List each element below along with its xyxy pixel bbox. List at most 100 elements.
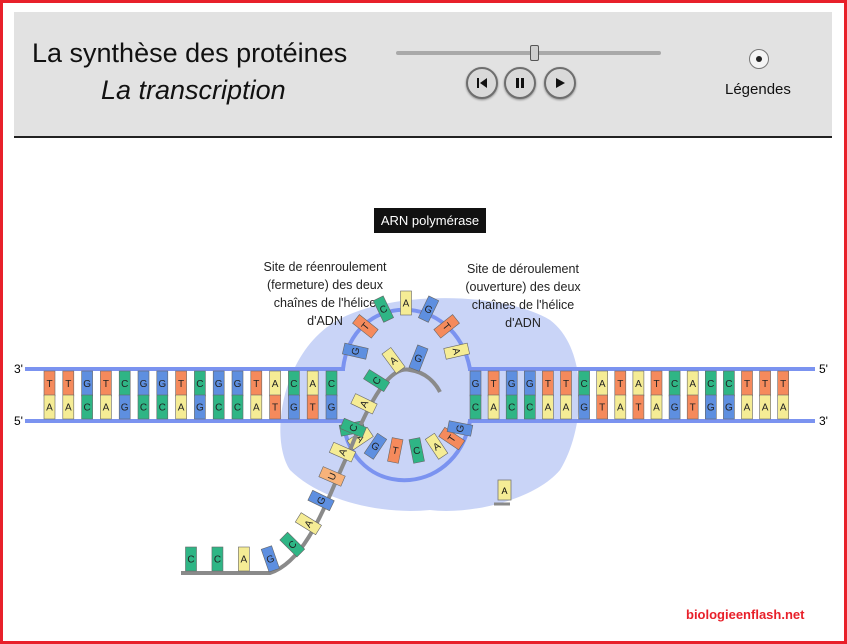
enzyme-label-box — [374, 208, 486, 233]
svg-text:A: A — [431, 441, 443, 454]
rewind-site-note: Site de réenroulement (fermeture) des de… — [264, 260, 388, 328]
svg-text:G: G — [83, 379, 91, 390]
rna-base: A — [350, 393, 378, 415]
dna-base-bottom: A — [741, 394, 753, 420]
dna-base-top: T — [175, 370, 187, 397]
dna-base-top: G — [137, 370, 150, 397]
dna-base-top: C — [704, 370, 717, 397]
dna-base-top: T — [542, 370, 554, 397]
dna-base-bottom: A — [614, 394, 627, 420]
svg-text:T: T — [65, 379, 71, 390]
svg-text:T: T — [762, 379, 768, 390]
rna-backbone — [181, 367, 442, 575]
svg-text:T: T — [446, 434, 459, 445]
svg-text:A: A — [353, 433, 366, 445]
svg-text:C: C — [187, 555, 194, 566]
dna-base-top: G — [523, 370, 536, 397]
bubble-base-bottom: T — [387, 437, 404, 464]
legend-radio-button[interactable] — [749, 49, 769, 69]
dna-base-bottom: C — [231, 394, 244, 420]
dna-base-top: T — [560, 370, 572, 397]
dna-base-top: C — [723, 370, 735, 397]
rna-base: A — [381, 347, 406, 374]
dna-base-top: C — [118, 370, 131, 397]
progress-slider-track[interactable] — [396, 51, 661, 55]
svg-text:A: A — [65, 403, 72, 414]
svg-text:C: C — [671, 379, 678, 390]
dna-base-top: T — [100, 370, 112, 397]
dna-base-top: T — [741, 370, 753, 397]
svg-text:T: T — [653, 379, 659, 390]
pause-button[interactable] — [504, 67, 536, 99]
svg-text:A: A — [272, 379, 279, 390]
svg-text:G: G — [215, 379, 223, 390]
dna-base-bottom: T — [686, 394, 699, 420]
dna-base-bottom: A — [650, 394, 663, 420]
svg-text:T: T — [545, 379, 551, 390]
svg-text:T: T — [635, 403, 641, 414]
svg-text:A: A — [178, 403, 185, 414]
svg-text:T: T — [310, 403, 316, 414]
svg-text:C: C — [290, 379, 297, 390]
pause-icon — [516, 78, 524, 88]
dna-base-top: C — [325, 370, 338, 397]
page-subtitle: La transcription — [101, 75, 286, 105]
dna-base-bottom: A — [560, 394, 572, 420]
dna-base-bottom: G — [668, 394, 681, 420]
rewind-icon — [477, 78, 487, 88]
dna-base-bottom: G — [723, 394, 735, 420]
dna-base-bottom: C — [505, 394, 518, 420]
svg-text:A: A — [241, 555, 248, 566]
svg-text:A: A — [46, 403, 53, 414]
free-nucleotide: A — [494, 479, 512, 506]
svg-text:C: C — [472, 403, 479, 414]
strand-end-bottom-right: 3' — [819, 414, 828, 428]
dna-base-bottom: A — [100, 394, 112, 420]
svg-text:C: C — [215, 403, 222, 414]
dna-base-top: T — [759, 370, 771, 397]
svg-text:A: A — [490, 403, 497, 414]
rna-base: G — [408, 344, 429, 372]
svg-text:T: T — [599, 403, 605, 414]
dna-base-bottom: T — [632, 394, 645, 420]
bubble-base-bottom: G — [363, 432, 388, 460]
dna-base-bottom: C — [137, 394, 150, 420]
svg-text:A: A — [501, 486, 507, 496]
dna-base-bottom: A — [542, 394, 554, 420]
svg-text:T: T — [744, 379, 750, 390]
svg-text:A: A — [303, 518, 316, 530]
svg-text:A: A — [103, 403, 110, 414]
bubble-base-bottom: G — [446, 420, 474, 437]
bubble-base-top: T — [433, 314, 460, 339]
svg-text:G: G — [265, 553, 276, 566]
dna-base-bottom: A — [250, 394, 263, 420]
dna-base-bottom: A — [487, 394, 500, 420]
progress-slider-thumb[interactable] — [529, 45, 539, 61]
play-button[interactable] — [544, 67, 576, 99]
svg-text:A: A — [545, 403, 552, 414]
legend-label[interactable]: Légendes — [725, 81, 791, 98]
dna-base-top: T — [614, 370, 627, 397]
svg-text:G: G — [580, 403, 588, 414]
svg-text:Site de déroulement: Site de déroulement — [467, 262, 579, 276]
dna-base-top: G — [231, 370, 244, 397]
rewind-button[interactable] — [466, 67, 498, 99]
svg-text:G: G — [526, 379, 534, 390]
svg-text:C: C — [140, 403, 147, 414]
svg-text:T: T — [360, 321, 372, 333]
svg-text:C: C — [508, 403, 515, 414]
svg-text:T: T — [103, 379, 109, 390]
dna-base-top: A — [686, 370, 699, 397]
dna-base-bottom: T — [269, 394, 281, 420]
svg-text:A: A — [253, 403, 260, 414]
dna-base-top: G — [469, 370, 482, 397]
svg-text:G: G — [725, 403, 733, 414]
svg-text:C: C — [707, 379, 714, 390]
svg-text:G: G — [455, 424, 467, 434]
svg-text:A: A — [762, 403, 769, 414]
svg-text:G: G — [290, 403, 298, 414]
svg-text:G: G — [422, 303, 434, 316]
svg-text:A: A — [617, 403, 624, 414]
